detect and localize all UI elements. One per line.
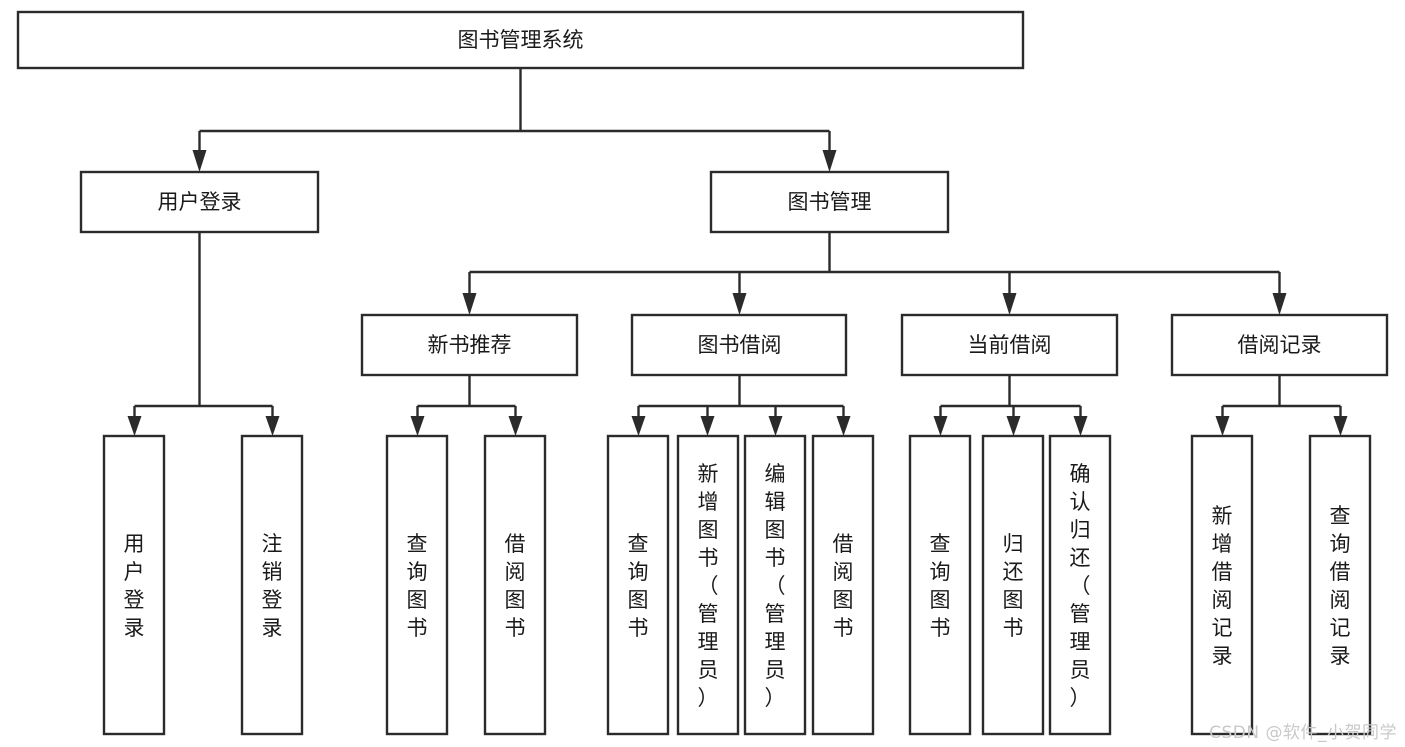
leaf-node-box[interactable] (676, 434, 740, 736)
connector-bookborrow-to-leaves (631, 375, 851, 436)
leaf-node-label: 借阅图书 (505, 532, 526, 640)
arrow-head-icon (265, 416, 280, 436)
connector-bookmanagement-to-level3 (462, 232, 1287, 315)
leaf-node-label: 确认归还（管理员） (1070, 462, 1091, 710)
node-book-management[interactable]: 图书管理 (709, 170, 950, 234)
leaf-node-box[interactable] (240, 434, 304, 736)
leaf-node[interactable]: 查询图书 (908, 434, 972, 736)
leaf-node[interactable]: 查询借阅记录 (1308, 434, 1372, 736)
leaf-node-box[interactable] (908, 434, 972, 736)
leaf-node-label: 借阅图书 (833, 532, 854, 640)
node-borrow-record[interactable]: 借阅记录 (1170, 313, 1389, 377)
arrow-head-icon (1073, 416, 1088, 436)
leaf-node-label: 查询图书 (407, 532, 428, 640)
arrow-head-icon (508, 416, 523, 436)
node-book-management-label: 图书管理 (788, 190, 872, 214)
csdn-watermark: CSDN @软件_小贺同学 (1209, 723, 1397, 743)
node-new-book-recommend-box[interactable] (360, 313, 579, 377)
node-current-borrow[interactable]: 当前借阅 (900, 313, 1119, 377)
arrow-head-icon (732, 293, 747, 315)
connector-borrowrecord-to-leaves (1215, 375, 1348, 436)
leaf-node-box[interactable] (1308, 434, 1372, 736)
arrow-head-icon (1272, 293, 1287, 315)
node-user-login-label: 用户登录 (158, 190, 242, 214)
leaf-node[interactable]: 新增图书（管理员） (676, 434, 740, 736)
leaf-node[interactable]: 查询图书 (385, 434, 449, 736)
leaf-node-label: 归还图书 (1003, 532, 1024, 640)
leaf-node-label: 编辑图书（管理员） (765, 462, 786, 710)
leaf-node[interactable]: 借阅图书 (483, 434, 547, 736)
leaf-node-box[interactable] (606, 434, 670, 736)
arrow-head-icon (933, 416, 948, 436)
node-user-login[interactable]: 用户登录 (79, 170, 320, 234)
leaf-node[interactable]: 新增借阅记录 (1190, 434, 1254, 736)
arrow-head-icon (192, 150, 207, 172)
arrow-head-icon (631, 416, 646, 436)
connector-root-to-level2 (192, 68, 837, 172)
leaf-node[interactable]: 注销登录 (240, 434, 304, 736)
connector-newbook-to-leaves (410, 375, 523, 436)
arrow-head-icon (700, 416, 715, 436)
node-book-management-box[interactable] (709, 170, 950, 234)
leaf-node-label: 注销登录 (262, 532, 283, 640)
arrow-head-icon (1333, 416, 1348, 436)
node-root-label: 图书管理系统 (458, 28, 584, 52)
node-book-borrow[interactable]: 图书借阅 (630, 313, 848, 377)
arrow-head-icon (462, 293, 477, 315)
leaf-node[interactable]: 用户登录 (102, 434, 166, 736)
connector-userlogin-to-leaves (127, 232, 280, 436)
node-new-book-recommend-label: 新书推荐 (428, 333, 512, 357)
leaf-node-box[interactable] (1190, 434, 1254, 736)
leaf-node-box[interactable] (743, 434, 807, 736)
leaf-node-box[interactable] (483, 434, 547, 736)
node-root-box[interactable] (16, 10, 1025, 70)
node-borrow-record-box[interactable] (1170, 313, 1389, 377)
arrow-head-icon (1006, 416, 1021, 436)
leaf-node-box[interactable] (102, 434, 166, 736)
node-book-borrow-label: 图书借阅 (698, 333, 782, 357)
leaf-node-label: 新增借阅记录 (1212, 504, 1233, 668)
leaf-node-box[interactable] (811, 434, 875, 736)
leaf-node[interactable]: 查询图书 (606, 434, 670, 736)
leaf-node[interactable]: 归还图书 (981, 434, 1045, 736)
leaf-node-box[interactable] (385, 434, 449, 736)
leaf-node-label: 查询图书 (930, 532, 951, 640)
node-borrow-record-label: 借阅记录 (1238, 333, 1322, 357)
leaf-node-box[interactable] (1048, 434, 1112, 736)
leaf-node-label: 查询借阅记录 (1330, 504, 1351, 668)
arrow-head-icon (1002, 293, 1017, 315)
arrow-head-icon (127, 416, 142, 436)
leaf-node[interactable]: 确认归还（管理员） (1048, 434, 1112, 736)
leaf-node-label: 用户登录 (124, 532, 145, 640)
leaf-node-label: 查询图书 (628, 532, 649, 640)
connector-layer (127, 68, 1348, 436)
arrow-head-icon (410, 416, 425, 436)
leaf-node-label: 新增图书（管理员） (698, 462, 719, 710)
node-current-borrow-label: 当前借阅 (968, 333, 1052, 357)
node-book-borrow-box[interactable] (630, 313, 848, 377)
node-new-book-recommend[interactable]: 新书推荐 (360, 313, 579, 377)
arrow-head-icon (768, 416, 783, 436)
node-root[interactable]: 图书管理系统 (16, 10, 1025, 70)
leaf-node-box[interactable] (981, 434, 1045, 736)
leaf-node-layer: 用户登录 注销登录 查询图书 借阅图书 查询图书 新增图书（管理员） 编辑图书（管理员） 借阅… (102, 434, 1372, 736)
arrow-head-icon (1215, 416, 1230, 436)
connector-currentborrow-to-leaves (933, 375, 1088, 436)
arrow-head-icon (822, 150, 837, 172)
leaf-node[interactable]: 编辑图书（管理员） (743, 434, 807, 736)
node-user-login-box[interactable] (79, 170, 320, 234)
node-current-borrow-box[interactable] (900, 313, 1119, 377)
leaf-node[interactable]: 借阅图书 (811, 434, 875, 736)
arrow-head-icon (836, 416, 851, 436)
